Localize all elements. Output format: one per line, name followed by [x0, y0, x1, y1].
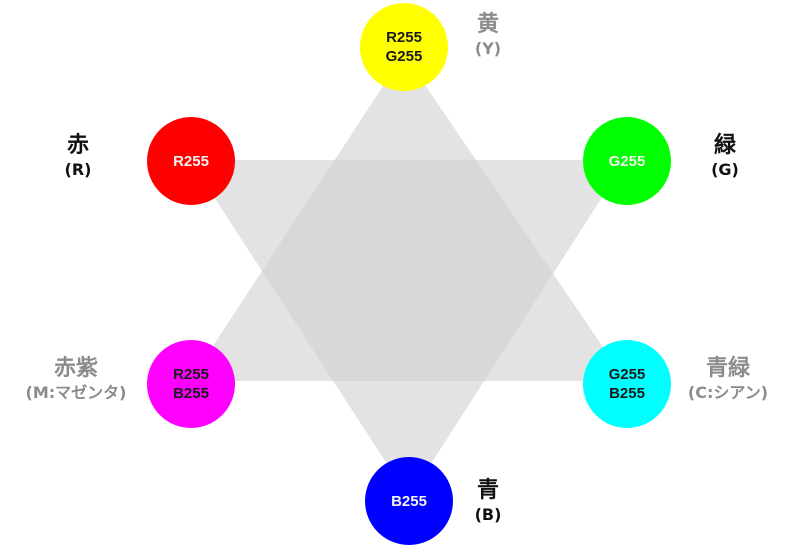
cyan-circle: G255 B255	[583, 340, 671, 428]
magenta-circle: R255 B255	[147, 340, 235, 428]
cyan-label-name: 青緑	[705, 356, 750, 381]
red-circle: R255	[147, 117, 235, 205]
blue-circle-line-1: B255	[391, 492, 427, 510]
cyan-label: 青緑 (C:シアン)	[670, 356, 786, 404]
yellow-label-code: (Y)	[474, 39, 502, 58]
blue-label-code: (B)	[474, 505, 502, 524]
red-label-code: (R)	[64, 160, 92, 179]
green-label-name: 緑	[713, 133, 736, 158]
red-label: 赤 (R)	[48, 133, 108, 181]
yellow-circle: R255 G255	[360, 3, 448, 91]
red-circle-line-1: R255	[173, 152, 209, 170]
cyan-circle-line-2: B255	[609, 385, 645, 402]
magenta-circle-line-1: R255	[173, 366, 209, 383]
green-circle-line-1: G255	[608, 152, 646, 170]
yellow-circle-line-2: G255	[385, 48, 423, 65]
green-label: 緑 (G)	[695, 133, 755, 181]
cyan-circle-line-1: G255	[608, 366, 646, 383]
red-label-name: 赤	[66, 133, 89, 158]
magenta-label: 赤紫 (M:マゼンタ)	[6, 356, 146, 404]
blue-label: 青 (B)	[462, 478, 514, 526]
yellow-label-name: 黄	[476, 12, 499, 37]
green-circle: G255	[583, 117, 671, 205]
magenta-label-name: 赤紫	[53, 356, 98, 381]
triangle-down-red-green-blue	[190, 160, 626, 498]
green-label-code: (G)	[711, 160, 739, 179]
magenta-circle-line-2: B255	[173, 385, 209, 402]
magenta-label-code: (M:マゼンタ)	[25, 383, 127, 402]
yellow-label: 黄 (Y)	[462, 12, 514, 60]
blue-label-name: 青	[476, 478, 499, 503]
cyan-label-code: (C:シアン)	[687, 383, 769, 402]
yellow-circle-line-1: R255	[386, 29, 422, 46]
blue-circle: B255	[365, 457, 453, 545]
